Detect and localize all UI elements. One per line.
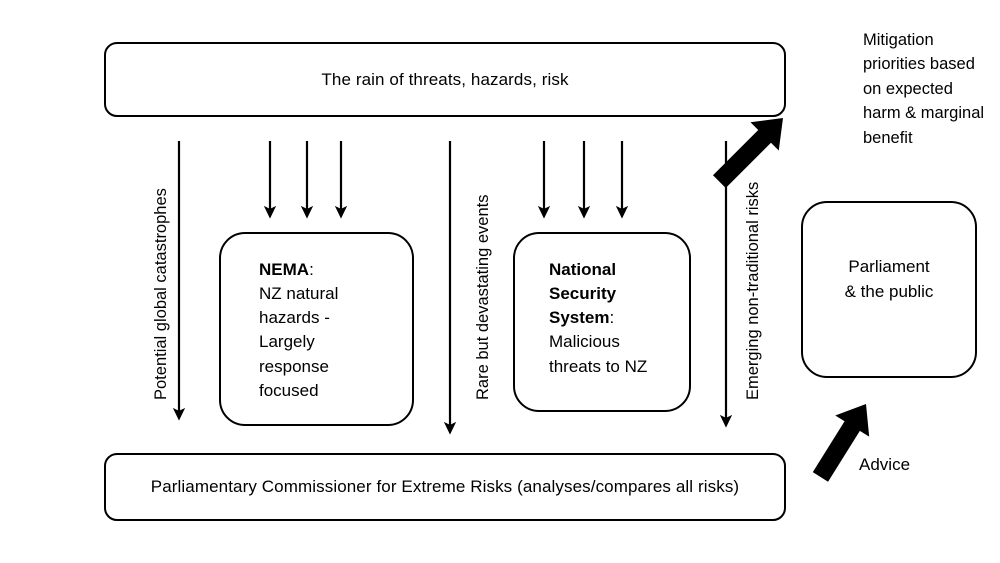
arrow-group-national-security-system <box>537 141 629 219</box>
national-security-system-box-text: National Security System: Malicious threa… <box>549 258 669 379</box>
stream-label-emerging-non-traditional-risks: Emerging non-traditional risks <box>744 181 762 400</box>
nema-box-text: NEMA: NZ natural hazards - Largely respon… <box>259 258 389 403</box>
nss-body: Malicious threats to NZ <box>549 332 648 376</box>
nema-box <box>219 232 414 426</box>
mitigation-priorities-note: Mitigation priorities based on expected … <box>863 31 985 147</box>
nema-body: NZ natural hazards - Largely response fo… <box>259 284 339 400</box>
commissioner-box-label: Parliamentary Commissioner for Extreme R… <box>150 477 740 497</box>
arrow-group-nema <box>263 141 348 219</box>
nema-heading: NEMA <box>259 260 310 279</box>
nema-heading-colon: : <box>309 260 314 279</box>
threats-box: The rain of threats, hazards, risk <box>104 42 786 117</box>
nss-heading: National Security System <box>549 260 617 328</box>
commissioner-box: Parliamentary Commissioner for Extreme R… <box>104 453 786 521</box>
advice-note: Advice <box>859 455 911 474</box>
parliament-box-label: Parliament & the public <box>844 257 934 301</box>
national-security-system-box <box>513 232 691 412</box>
stream-label-rare-but-devastating-events: Rare but devastating events <box>474 194 492 400</box>
stream-label-potential-global-catastrophes: Potential global catastrophes <box>152 188 170 400</box>
nss-heading-colon: : <box>609 308 615 328</box>
parliament-box <box>801 201 977 378</box>
threats-box-label: The rain of threats, hazards, risk <box>321 69 569 89</box>
